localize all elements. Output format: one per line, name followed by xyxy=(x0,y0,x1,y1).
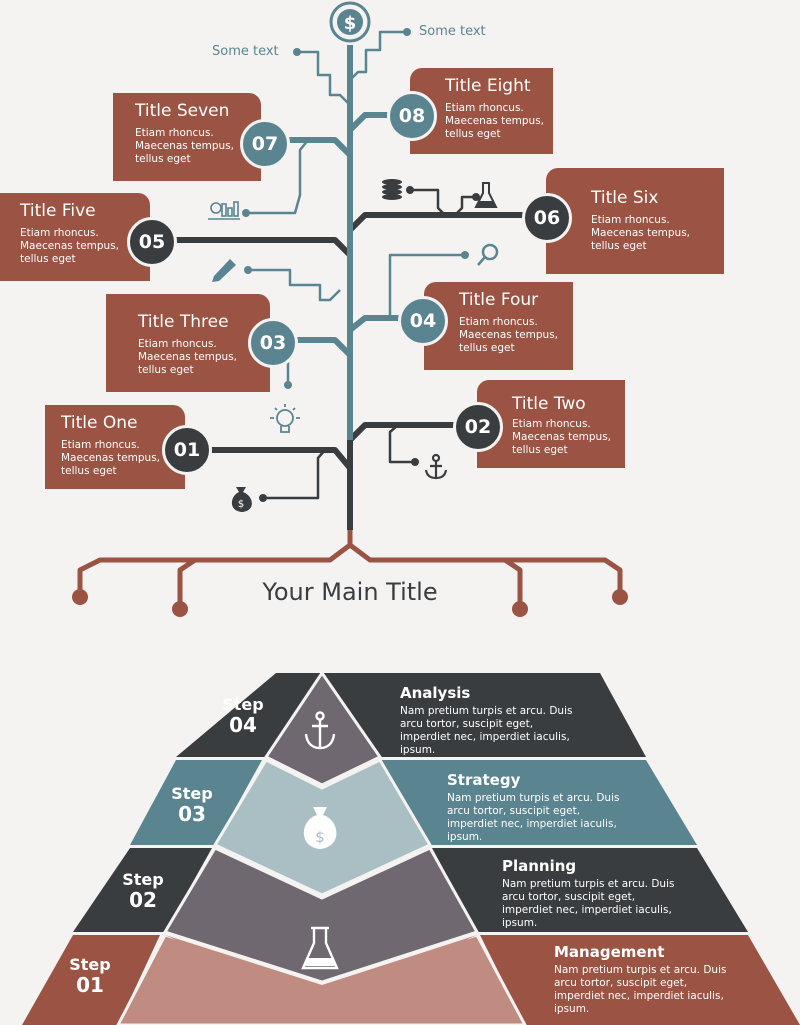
stage-body: Nam pretium turpis et arcu. Duis arcu to… xyxy=(502,878,675,929)
card-title: Title Two xyxy=(512,394,586,414)
step-02-label: Step 02 xyxy=(108,869,178,911)
card-title: Title Three xyxy=(138,312,229,332)
dark-twig-dots xyxy=(259,186,480,502)
magnifier-icon xyxy=(477,243,499,266)
analysis-text: Analysis Nam pretium turpis et arcu. Dui… xyxy=(400,684,585,757)
title-four-card: Title Four Etiam rhoncus. Maecenas tempu… xyxy=(424,282,573,370)
step-word: Step xyxy=(69,955,111,974)
anchor-icon xyxy=(424,453,448,480)
badge-06: 06 xyxy=(522,193,572,243)
step-number: 04 xyxy=(229,713,257,737)
strategy-text: Strategy Nam pretium turpis et arcu. Dui… xyxy=(447,771,632,844)
teal-twig-dots xyxy=(242,28,469,389)
pyramid-money-bag-icon: $ xyxy=(303,807,337,849)
lightbulb-icon xyxy=(270,404,300,433)
card-title: Title Six xyxy=(591,188,659,208)
card-title: Title Five xyxy=(20,201,96,221)
badge-01: 01 xyxy=(162,425,212,475)
flask-icon xyxy=(474,182,498,208)
svg-text:$: $ xyxy=(315,828,325,846)
tree-roots xyxy=(77,527,623,608)
svg-text:$: $ xyxy=(238,499,244,510)
bar-chart-icon xyxy=(208,201,240,220)
pyramid-flask-icon xyxy=(301,926,339,970)
step-04-label: Step 04 xyxy=(208,694,278,736)
svg-text:$: $ xyxy=(344,13,357,34)
card-body: Etiam rhoncus. Maecenas tempus, tellus e… xyxy=(20,227,120,265)
some-text-left: Some text xyxy=(212,44,279,59)
stage-body: Nam pretium turpis et arcu. Duis arcu to… xyxy=(400,705,573,756)
badge-05: 05 xyxy=(127,217,177,267)
stage-title: Planning xyxy=(502,857,577,875)
planning-text: Planning Nam pretium turpis et arcu. Dui… xyxy=(502,857,687,930)
tree-dark-twigs xyxy=(265,188,474,500)
main-title: Your Main Title xyxy=(262,578,438,606)
root-dots xyxy=(72,589,628,617)
title-eight-card: Title Eight Etiam rhoncus. Maecenas temp… xyxy=(410,68,553,154)
management-text: Management Nam pretium turpis et arcu. D… xyxy=(554,943,739,1016)
badge-08: 08 xyxy=(387,91,437,141)
title-one-card: Title One Etiam rhoncus. Maecenas tempus… xyxy=(45,405,185,489)
step-word: Step xyxy=(222,695,264,714)
pyramid-anchor-icon xyxy=(304,711,336,750)
step-01-label: Step 01 xyxy=(55,954,125,996)
stage-title: Management xyxy=(554,943,665,961)
card-body: Etiam rhoncus. Maecenas tempus, tellus e… xyxy=(591,214,691,252)
badge-02: 02 xyxy=(453,402,503,452)
card-body: Etiam rhoncus. Maecenas tempus, tellus e… xyxy=(512,418,612,456)
title-seven-card: Title Seven Etiam rhoncus. Maecenas temp… xyxy=(113,93,261,181)
card-title: Title Seven xyxy=(135,101,230,121)
pyramid xyxy=(22,670,800,1025)
stage-body: Nam pretium turpis et arcu. Duis arcu to… xyxy=(554,964,727,1015)
step-number: 02 xyxy=(129,888,157,912)
step-word: Step xyxy=(122,870,164,889)
card-title: Title Eight xyxy=(445,76,531,96)
title-three-card: Title Three Etiam rhoncus. Maecenas temp… xyxy=(106,294,270,392)
stage-title: Analysis xyxy=(400,684,471,702)
badge-04: 04 xyxy=(398,296,448,346)
stage-title: Strategy xyxy=(447,771,521,789)
card-body: Etiam rhoncus. Maecenas tempus, tellus e… xyxy=(445,102,545,140)
coins-icon xyxy=(382,179,402,200)
card-body: Etiam rhoncus. Maecenas tempus, tellus e… xyxy=(138,338,238,376)
stage-body: Nam pretium turpis et arcu. Duis arcu to… xyxy=(447,792,620,843)
dollar-icon: $ xyxy=(329,1,371,43)
step-03-label: Step 03 xyxy=(157,783,227,825)
some-text-right: Some text xyxy=(419,24,486,39)
step-number: 03 xyxy=(178,802,206,826)
title-six-card: Title Six Etiam rhoncus. Maecenas tempus… xyxy=(546,168,724,274)
step-word: Step xyxy=(171,784,213,803)
card-body: Etiam rhoncus. Maecenas tempus, tellus e… xyxy=(459,316,559,354)
title-five-card: Title Five Etiam rhoncus. Maecenas tempu… xyxy=(0,193,150,281)
card-title: Title Four xyxy=(459,290,539,310)
card-body: Etiam rhoncus. Maecenas tempus, tellus e… xyxy=(135,127,235,165)
step-number: 01 xyxy=(76,973,104,997)
badge-07: 07 xyxy=(240,119,290,169)
pencil-icon xyxy=(212,259,236,282)
card-body: Etiam rhoncus. Maecenas tempus, tellus e… xyxy=(61,439,161,477)
card-title: Title One xyxy=(61,413,138,433)
badge-03: 03 xyxy=(248,318,298,368)
money-bag-icon: $ xyxy=(231,487,252,512)
